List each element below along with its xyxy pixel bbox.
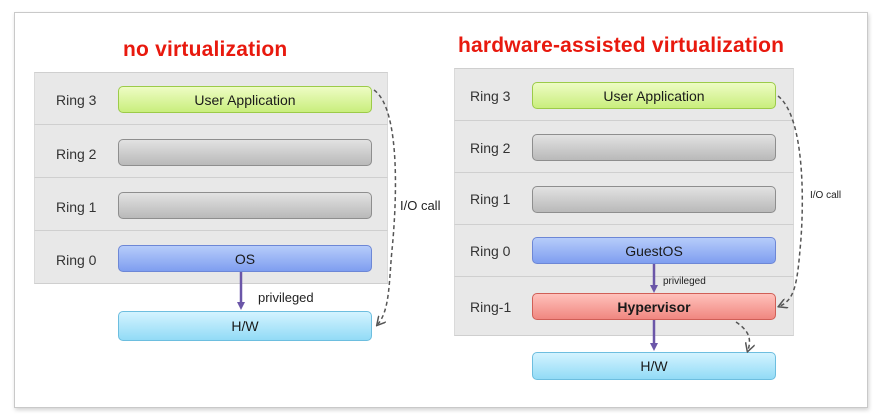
left-hw-bar: H/W [118, 311, 372, 341]
right-ring1-bar [532, 186, 776, 213]
left-io-call-label: I/O call [400, 198, 441, 213]
right-ring3-label: Ring 3 [470, 88, 511, 104]
right-ring-minus1-label: Ring-1 [470, 299, 512, 315]
right-hypervisor-to-hw-dashed-arrow [735, 321, 750, 350]
left-ring0-label: Ring 0 [56, 252, 97, 268]
right-ring2-bar [532, 134, 776, 161]
left-privileged-label: privileged [258, 290, 314, 305]
right-title: hardware-assisted virtualization [458, 34, 785, 57]
left-os-bar: OS [118, 245, 372, 272]
right-ring1-label: Ring 1 [470, 191, 511, 207]
left-ring1-bar [118, 192, 372, 219]
right-io-call-arrow [778, 95, 804, 306]
right-privileged-label: privileged [663, 276, 706, 287]
left-ring2-bar [118, 139, 372, 166]
left-user-application-bar: User Application [118, 86, 372, 113]
right-hypervisor-bar: Hypervisor [532, 293, 776, 320]
left-title: no virtualization [123, 38, 288, 61]
right-guestos-bar: GuestOS [532, 237, 776, 264]
left-ring2-label: Ring 2 [56, 146, 97, 162]
right-hw-bar: H/W [532, 352, 776, 380]
right-user-application-bar: User Application [532, 82, 776, 109]
right-ring2-label: Ring 2 [470, 140, 511, 156]
left-ring1-label: Ring 1 [56, 199, 97, 215]
right-io-call-label: I/O call [810, 190, 842, 201]
left-io-call-arrow [373, 89, 397, 324]
left-ring3-label: Ring 3 [56, 92, 97, 108]
right-ring0-label: Ring 0 [470, 243, 511, 259]
